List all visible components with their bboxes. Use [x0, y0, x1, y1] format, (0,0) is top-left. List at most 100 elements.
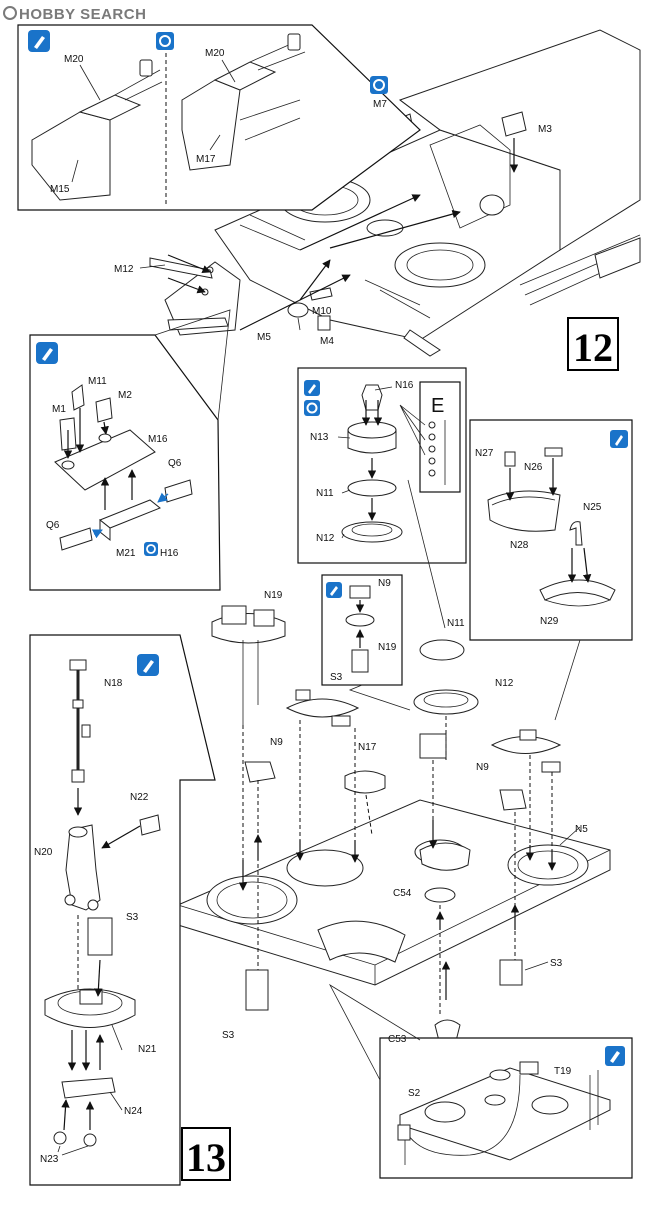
- label-n26: N26: [524, 462, 543, 473]
- label-n29: N29: [540, 616, 559, 627]
- part-c54: [424, 887, 456, 903]
- label-n11: N11: [316, 488, 334, 499]
- watermark: HOBBY SEARCH: [3, 6, 146, 23]
- label-c54: C54: [393, 888, 412, 899]
- part-m3: [501, 111, 527, 137]
- part-n20: [64, 824, 101, 911]
- part-n24: [61, 1077, 116, 1099]
- label-m12: M12: [114, 264, 134, 275]
- step-13-number: 13: [186, 1135, 226, 1180]
- label-m10: M10: [312, 306, 332, 317]
- label-n27: N27: [475, 448, 494, 459]
- sprue-e-parts: [428, 420, 446, 485]
- part-n9-right: [499, 789, 527, 811]
- cupola-ring: [419, 842, 471, 871]
- step-13: E: [29, 367, 633, 1186]
- step-12: 12: [17, 24, 641, 591]
- glue-bottle-icon: [610, 430, 628, 448]
- part-s3-driver: [87, 917, 113, 956]
- label-n23: N23: [40, 1154, 59, 1165]
- leader-lines: [57, 59, 581, 1156]
- part-n16: [361, 384, 383, 411]
- step-13-box: [181, 1127, 231, 1181]
- part-n21: [44, 988, 136, 1028]
- part-t19: [519, 1061, 539, 1075]
- label-n28: N28: [510, 540, 529, 551]
- label-m1: M1: [52, 404, 66, 415]
- optional-part-icon: [304, 400, 320, 416]
- label-n12: N12: [316, 533, 335, 544]
- part-n19-small: [345, 613, 375, 627]
- part-m4: [317, 315, 331, 331]
- label-s3: S3: [222, 1030, 235, 1041]
- step-12-number: 12: [573, 325, 613, 370]
- label-m15: M15: [50, 184, 70, 195]
- label-q6: Q6: [46, 520, 60, 531]
- part-q6-left: [59, 527, 93, 551]
- glue-icons: [28, 30, 628, 1066]
- glue-bottle-icon: [36, 342, 58, 364]
- optional-part-icon: [370, 76, 388, 94]
- part-m5: [287, 302, 309, 318]
- part-n11-main: [419, 639, 465, 661]
- part-n9-small: [349, 585, 371, 599]
- part-m11: [71, 384, 85, 411]
- label-n21: N21: [138, 1044, 157, 1055]
- part-n12-main: [413, 689, 479, 715]
- label-n13: N13: [310, 432, 329, 443]
- optional-part-icons: [144, 32, 388, 556]
- part-n11-upper: [347, 479, 397, 497]
- label-n12: N12: [495, 678, 514, 689]
- hatch-block: [419, 733, 447, 759]
- label-s3: S3: [330, 672, 343, 683]
- label-s3: S3: [550, 958, 563, 969]
- label-n5: N5: [575, 824, 588, 835]
- part-n17: [344, 770, 386, 794]
- part-n22: [139, 814, 161, 836]
- part-n29: [539, 579, 616, 601]
- part-m10: [309, 287, 333, 301]
- part-n27: [504, 451, 516, 467]
- label-n18: N18: [104, 678, 123, 689]
- part-n26: [544, 447, 563, 457]
- glue-bottle-icon: [326, 582, 342, 598]
- label-n22: N22: [130, 792, 149, 803]
- label-n9: N9: [476, 762, 489, 773]
- glue-bottle-icon: [137, 654, 159, 676]
- part-s2: [397, 1124, 411, 1141]
- part-n9-main: [244, 761, 276, 783]
- part-s3-small: [351, 649, 369, 673]
- label-m20: M20: [205, 48, 225, 59]
- sprue-e-box: [419, 381, 461, 493]
- label-m5: M5: [257, 332, 271, 343]
- label-m7: M7: [373, 99, 387, 110]
- optional-part-icon: [156, 32, 174, 50]
- label-n19: N19: [378, 642, 397, 653]
- hatch-lid-left: [285, 698, 360, 718]
- part-n23-right: [83, 1133, 97, 1147]
- part-n12-upper: [341, 521, 403, 543]
- label-n16: N16: [395, 380, 414, 391]
- label-m3: M3: [538, 124, 552, 135]
- glue-bottle-icon: [28, 30, 50, 52]
- label-n17: N17: [358, 742, 377, 753]
- label-n9: N9: [378, 578, 391, 589]
- hull-rear-deck: [214, 29, 641, 357]
- turret-ring-cutout: [317, 920, 406, 963]
- label-q6: Q6: [168, 458, 182, 469]
- part-s3-right: [499, 959, 523, 986]
- label-m2: M2: [118, 390, 132, 401]
- label-s2: S2: [408, 1088, 421, 1099]
- hatch-lid-right: [490, 736, 562, 754]
- watermark-logo-icon: [3, 6, 17, 20]
- label-m16: M16: [148, 434, 168, 445]
- label-n9: N9: [270, 737, 283, 748]
- label-c53: C53: [388, 1034, 407, 1045]
- glue-bottle-icon: [304, 380, 320, 396]
- part-n23-left: [53, 1131, 67, 1145]
- label-m4: M4: [320, 336, 334, 347]
- label-m11: M11: [88, 376, 107, 387]
- sprue-e-label: E: [431, 395, 444, 417]
- label-n24: N24: [124, 1106, 143, 1117]
